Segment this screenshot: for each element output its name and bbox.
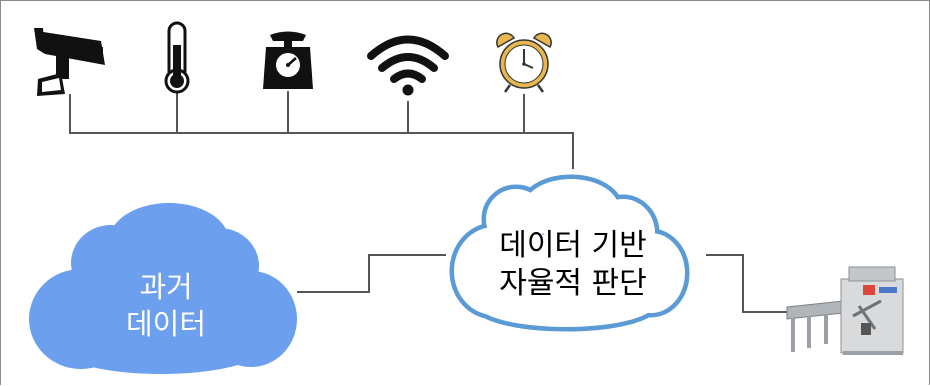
sensor-bus-connectors	[69, 91, 574, 169]
past-data-cloud	[29, 203, 297, 374]
packaging-machine-icon	[786, 266, 904, 355]
decision-label-line1: 데이터 기반	[499, 228, 647, 263]
past-data-label: 과거 데이터	[96, 269, 236, 343]
connector-camera	[69, 94, 574, 169]
past-data-label-line1: 과거	[139, 270, 193, 304]
decision-label-line2: 자율적 판단	[499, 266, 647, 302]
decision-label: 데이터 기반 자율적 판단	[463, 227, 683, 304]
wifi-icon	[367, 35, 449, 96]
connector-decision-to-machine	[706, 254, 793, 313]
alarm-clock-icon	[496, 32, 552, 93]
weighing-scale-icon	[263, 31, 313, 89]
cctv-camera-icon	[34, 28, 105, 96]
decision-cloud	[449, 174, 690, 332]
connector-past-to-decision	[297, 254, 446, 293]
past-data-label-line2: 데이터	[125, 307, 207, 342]
thermometer-icon	[164, 21, 190, 94]
